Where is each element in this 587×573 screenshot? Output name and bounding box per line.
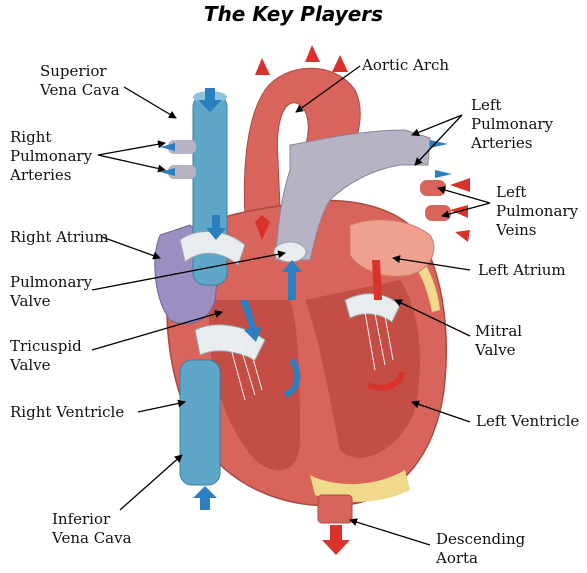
blue-flow-arrows <box>160 88 452 510</box>
label-right-ventricle: Right Ventricle <box>10 403 125 421</box>
label-left-ventricle: Left Ventricle <box>476 412 580 430</box>
label-left-atrium: Left Atrium <box>478 261 566 279</box>
valves <box>179 231 401 361</box>
diagram-title: The Key Players <box>203 2 384 26</box>
leader-lines <box>91 65 491 546</box>
descending-aorta-shape <box>317 494 353 524</box>
pulmonary-artery-shape <box>274 129 431 261</box>
label-right-atrium: Right Atrium <box>10 228 109 246</box>
left-atrium-shape <box>349 219 435 277</box>
label-aortic-arch: Aortic Arch <box>362 56 450 74</box>
chordae-tendineae <box>229 311 394 401</box>
